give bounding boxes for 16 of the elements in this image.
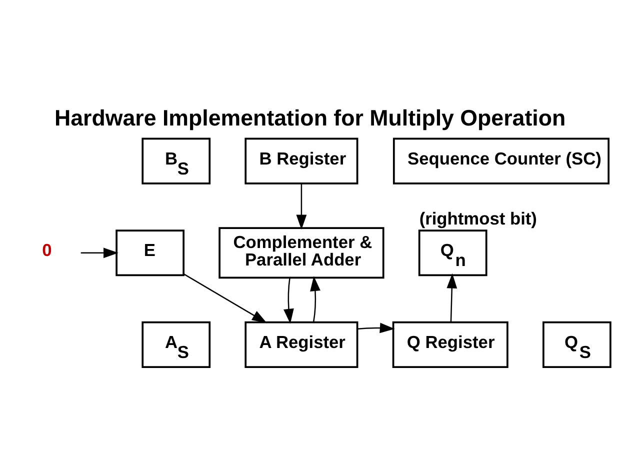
- node-text: 0: [42, 240, 52, 260]
- node-box: E: [116, 230, 184, 276]
- node-box: B Register: [244, 138, 358, 184]
- diagram-title: Hardware Implementation for Multiply Operation: [54, 106, 566, 131]
- arrow: [80, 248, 118, 258]
- arrow: [446, 273, 458, 322]
- arrow: [183, 273, 267, 324]
- arrow: [358, 322, 395, 334]
- arrow: [296, 183, 307, 230]
- node-label: (rightmost bit): [419, 208, 537, 229]
- node-box: Sequence Counter (SC): [392, 138, 610, 184]
- arrow: [310, 276, 320, 322]
- arrow: [284, 278, 294, 324]
- node-box: Q Register: [392, 321, 508, 368]
- node-box: A Register: [244, 321, 358, 368]
- node-box: Complementer & Parallel Adder: [218, 227, 384, 279]
